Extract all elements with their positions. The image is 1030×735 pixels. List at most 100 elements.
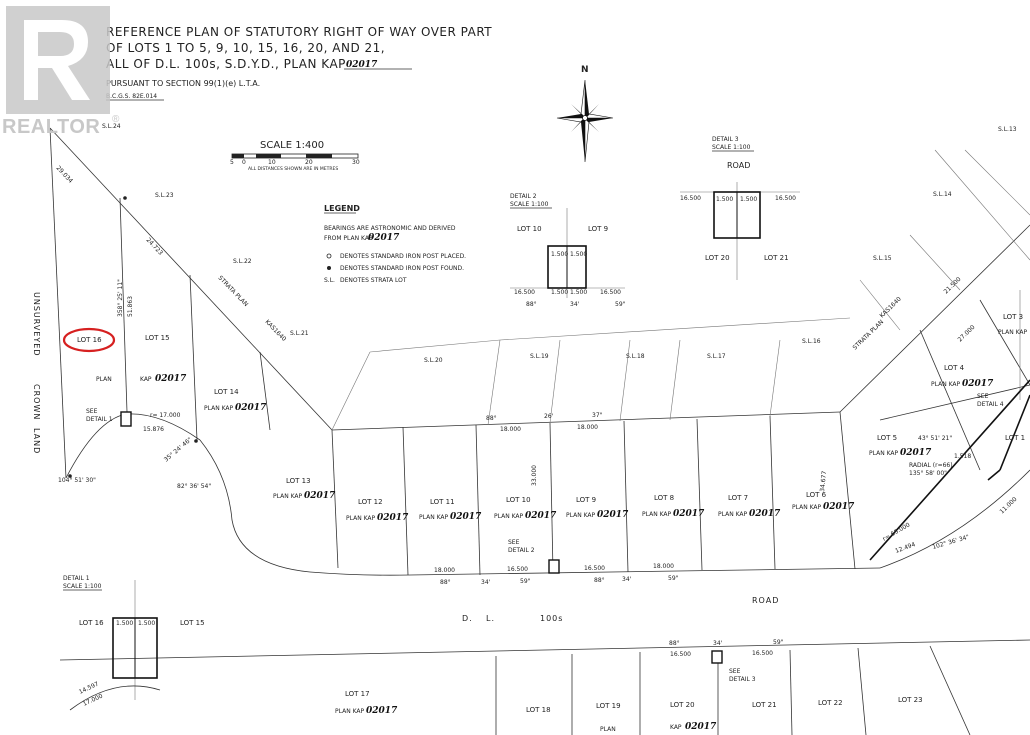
detail-1-dim: 1.500 [138,620,155,627]
detail-3-lot-21: LOT 21 [764,254,789,262]
plan-number: 02017 [304,491,336,501]
plan-label: PLAN KAP [869,450,899,457]
lot-6-label: LOT 6 [806,491,827,499]
detail-1-title: DETAIL 1 [63,575,90,582]
plan-number: 02017 [450,512,482,522]
lot-labels: LOT 16 LOT 15 PLAN KAP 02017 LOT 14 PLAN… [62,313,1028,733]
distance-text: 51.863 [127,296,134,317]
plan-label: PLAN [96,376,112,383]
detail-1: DETAIL 1 SCALE 1:100 LOT 16 LOT 15 1.500… [63,575,205,711]
strata-lot-24: S.L.24 [102,123,121,130]
strata-lot-19: S.L.19 [530,353,549,360]
scale-tick-5: 5 [230,159,234,166]
lot-7-label: LOT 7 [728,494,748,502]
plan-number: 02017 [673,509,705,519]
plan-number: 02017 [823,502,855,512]
lot-9-label: LOT 9 [576,496,596,504]
detail-2-bearing: 34' [570,301,580,308]
plan-title-line-1: REFERENCE PLAN OF STATUTORY RIGHT OF WAY… [106,25,492,39]
detail-2-dim: 1.500 [570,251,587,258]
legend-bearing-2: FROM PLAN KAP [324,235,373,242]
plan-number: 02017 [366,706,398,716]
lot-14-label: LOT 14 [214,388,239,396]
distance-text: 18.000 [500,426,521,433]
plan-number: 02017 [962,379,994,389]
bearing-text: 104° 51' 30" [58,477,96,484]
distance-text: 16.500 [507,566,528,573]
detail-3-scale: SCALE 1:100 [712,144,751,151]
legend-plan-number: 02017 [368,233,400,243]
detail-3: DETAIL 3 SCALE 1:100 ROAD LOT 20 LOT 21 … [680,136,800,280]
crown-land-word-3: LAND [32,428,41,454]
see-detail-1-label: DETAIL 1 [86,416,113,423]
plan-label: PLAN KAP [998,329,1028,336]
district-lot-number: 100s [540,614,563,623]
plan-label: PLAN KAP [642,511,672,518]
lot-8-label: LOT 8 [654,494,674,502]
bearing-text: 43° 51' 21" [918,435,952,442]
lot-23-label: LOT 23 [898,696,923,704]
detail-3-road-label: ROAD [727,161,750,170]
legend-item-1: DENOTES STANDARD IRON POST PLACED. [340,253,466,260]
plan-number: 02017 [525,511,557,521]
plan-label: KAP [140,376,152,383]
iron-post-found-icon [68,474,72,478]
detail-2-dim: 16.500 [514,289,535,296]
lot-21-label: LOT 21 [752,701,777,709]
srw-box-lot-20-21 [711,650,723,664]
strata-lot-22: S.L.22 [233,258,252,265]
detail-2-dim: 1.500 [551,289,568,296]
scale-tick-10: 10 [268,159,276,166]
detail-2-title: DETAIL 2 [510,193,537,200]
plan-label: PLAN [600,726,616,733]
plan-title-number: 02017 [346,60,378,70]
lot-4-label: LOT 4 [944,364,965,372]
strata-lot-20: S.L.20 [424,357,443,364]
north-label: N [581,65,589,75]
scale-tick-0: 0 [242,159,246,166]
strata-lot-16: S.L.16 [802,338,821,345]
detail-3-dim: 16.500 [775,195,796,202]
srw-box-lot-9-10 [548,559,560,574]
plan-label: PLAN KAP [494,513,524,520]
district-lot-d: D. [462,614,473,623]
bearing-text: 358° 25' 11" [117,279,124,317]
plan-number: 02017 [685,722,717,732]
crown-land-word-2: CROWN [32,384,41,420]
bearing-text: 59" [773,639,784,646]
road-label: ROAD [752,596,779,605]
lot-1-label: LOT 1 [1005,434,1025,442]
lot-16-label: LOT 16 [77,336,102,344]
bearing-text: 34' [481,579,491,586]
legend-item-3: DENOTES STRATA LOT [340,277,407,284]
plan-label: PLAN KAP [419,514,449,521]
distance-text: 16.500 [670,651,691,658]
scale-tick-20: 20 [305,159,313,166]
detail-1-dim: 1.500 [116,620,133,627]
lot-5-label: LOT 5 [877,434,897,442]
detail-1-lot-16: LOT 16 [79,619,104,627]
detail-2-dim: 16.500 [600,289,621,296]
plan-label: PLAN KAP [566,512,596,519]
scale-note: ALL DISTANCES SHOWN ARE IN METRES [248,166,338,172]
detail-1-scale: SCALE 1:100 [63,583,102,590]
detail-2-lot-9: LOT 9 [588,225,608,233]
plan-number: 02017 [155,374,187,384]
iron-post-found-icon [194,439,198,443]
lot-20-label: LOT 20 [670,701,695,709]
bearing-text: 88° [440,579,451,586]
strata-lot-15: S.L.15 [873,255,892,262]
strata-lot-18: S.L.18 [626,353,645,360]
lot-15-label: LOT 15 [145,334,170,342]
distance-text: 15.876 [143,426,164,433]
bearing-text: 88° [594,577,605,584]
plan-title-line-4: PURSUANT TO SECTION 99(1)(e) L.T.A. [106,79,260,88]
iron-post-found-icon [327,266,331,270]
plan-label: PLAN KAP [204,405,234,412]
lot-19-label: LOT 19 [596,702,621,710]
distance-text: 33.000 [531,465,538,486]
strata-lot-21: S.L.21 [290,330,309,337]
bearing-text: 59" [520,578,531,585]
